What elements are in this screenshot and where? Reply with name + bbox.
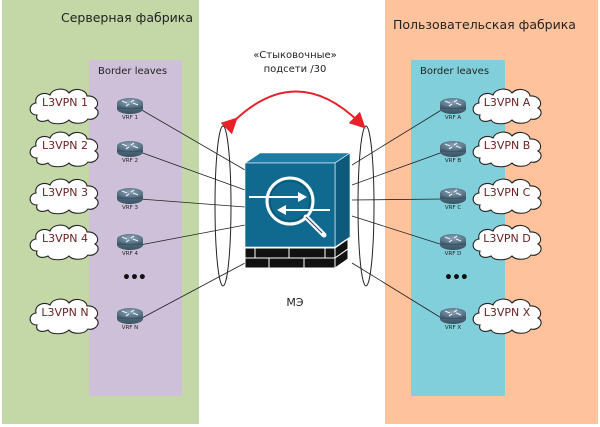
firewall-label: МЭ xyxy=(286,296,304,309)
user-router-icon-5 xyxy=(440,308,466,324)
server-border-leaves-panel xyxy=(89,60,182,396)
server-l3vpn-label: L3VPN 2 xyxy=(41,139,88,152)
user-router-icon-4 xyxy=(440,234,466,250)
peering-subnets-label-line1: «Стыковочные» xyxy=(253,50,337,61)
server-router-icon-1 xyxy=(117,98,143,114)
user-l3vpn-label: L3VPN B xyxy=(483,139,531,152)
links-group xyxy=(139,108,444,320)
user-link-5 xyxy=(351,262,444,320)
server-l3vpn-label: L3VPN 1 xyxy=(41,96,88,109)
server-link-3 xyxy=(139,198,246,208)
server-ellipsis: ••• xyxy=(122,270,147,286)
user-link-1 xyxy=(351,108,444,166)
user-vrf-label: VRF A xyxy=(444,115,462,121)
peering-subnets-arrow xyxy=(220,90,366,135)
user-vrf-label: VRF D xyxy=(444,251,462,257)
server-link-4 xyxy=(139,224,246,246)
user-fabric-title: Пользовательская фабрика xyxy=(393,17,576,32)
user-l3vpn-label: L3VPN A xyxy=(483,96,531,109)
user-link-2 xyxy=(351,151,444,186)
firewall-icon xyxy=(244,152,351,269)
user-router-icon-1 xyxy=(440,98,466,114)
server-router-icon-3 xyxy=(117,188,143,204)
user-vrf-label: VRF B xyxy=(444,158,462,164)
user-vrf-label: VRF C xyxy=(444,205,462,211)
user-link-3 xyxy=(351,198,444,201)
server-vrf-label: VRF 1 xyxy=(122,115,138,121)
server-router-icon-4 xyxy=(117,234,143,250)
user-l3vpn-label: L3VPN D xyxy=(483,232,531,245)
user-vrf-label: VRF X xyxy=(444,325,462,331)
server-vrf-label: VRF 2 xyxy=(122,158,138,164)
server-fabric-title: Серверная фабрика xyxy=(61,10,193,25)
server-vrf-label: VRF 3 xyxy=(122,205,138,211)
user-router-icon-3 xyxy=(440,188,466,204)
user-l3vpn-label: L3VPN C xyxy=(483,186,531,199)
server-vrf-label: VRF 4 xyxy=(122,251,138,257)
user-leaves-label: Border leaves xyxy=(420,66,490,77)
server-l3vpn-label: L3VPN N xyxy=(41,306,89,319)
user-link-4 xyxy=(351,215,444,246)
user-ellipsis: ••• xyxy=(444,270,469,286)
server-link-1 xyxy=(139,108,246,171)
server-router-icon-5 xyxy=(117,308,143,324)
peering-subnets-label-line2: подсети /30 xyxy=(263,64,327,75)
right-link-bundle-ellipse xyxy=(357,125,375,287)
user-l3vpn-label: L3VPN X xyxy=(483,306,531,319)
user-router-icon-2 xyxy=(440,141,466,157)
server-l3vpn-label: L3VPN 3 xyxy=(41,186,88,199)
server-link-5 xyxy=(139,262,246,320)
server-link-2 xyxy=(139,151,246,191)
server-l3vpn-label: L3VPN 4 xyxy=(41,232,88,245)
server-leaves-label: Border leaves xyxy=(98,66,168,77)
server-vrf-label: VRF N xyxy=(121,325,139,331)
server-router-icon-2 xyxy=(117,141,143,157)
